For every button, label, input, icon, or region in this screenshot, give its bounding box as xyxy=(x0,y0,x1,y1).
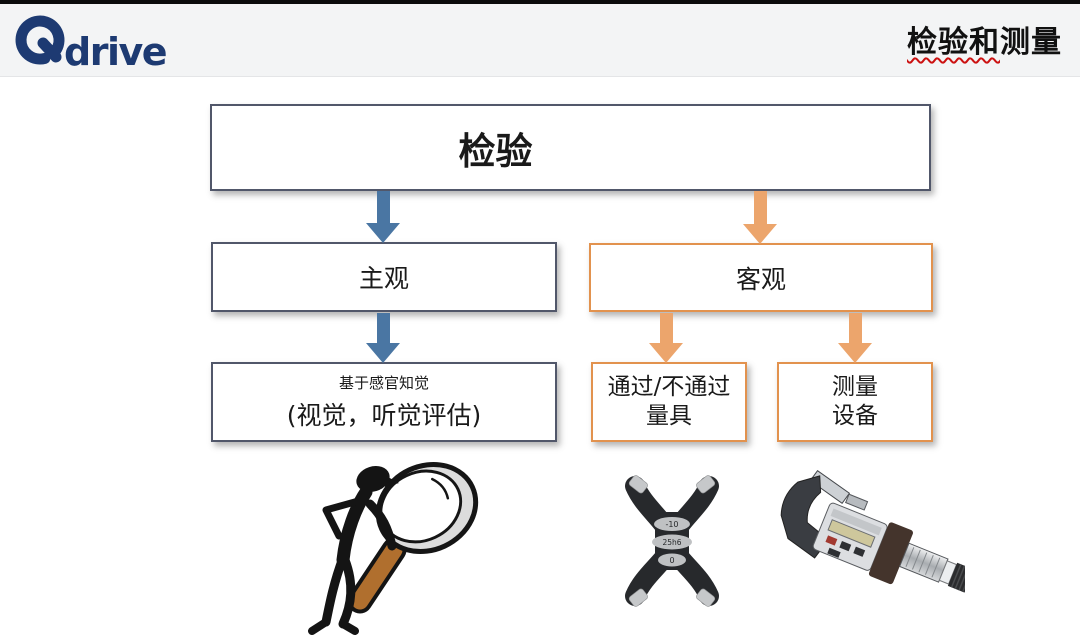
flow-box-measuring-line2: 设备 xyxy=(832,403,878,429)
magnifying-glass-cartoon-image xyxy=(308,461,479,635)
arrow-shaft xyxy=(659,313,673,343)
digital-micrometer-image xyxy=(780,470,965,593)
arrow-head xyxy=(838,343,872,363)
arrow-shaft xyxy=(376,191,390,223)
top-black-strip xyxy=(0,0,1080,4)
flow-box-go-nogo-gauge: 通过/不通过 量具 xyxy=(591,362,747,442)
go-nogo-snap-gauge-image: -10 25h6 0 xyxy=(625,475,719,607)
logo-q-icon xyxy=(15,15,65,65)
gauge-labels: -10 25h6 0 xyxy=(652,517,692,567)
flow-box-sensory: 基于感官知觉 (视觉，听觉评估) xyxy=(211,362,557,442)
arrow-inspection-to-subjective-icon xyxy=(366,191,400,243)
arrow-subjective-to-sensory-icon xyxy=(366,313,400,363)
flow-box-measuring-line1: 测量 xyxy=(832,373,878,400)
arrow-head xyxy=(366,343,400,363)
flow-box-sensory-line2: (视觉，听觉评估) xyxy=(286,401,482,430)
flow-box-objective-label: 客观 xyxy=(735,264,786,294)
arrow-shaft xyxy=(376,313,390,343)
arrow-shaft xyxy=(848,313,862,343)
flow-box-go-nogo-line1: 通过/不通过 xyxy=(607,373,731,400)
gauge-label-bottom: 0 xyxy=(669,556,674,565)
flow-box-subjective-label: 主观 xyxy=(358,264,409,293)
arrow-head xyxy=(743,224,777,244)
qdrive-logo: drive xyxy=(15,15,168,72)
flow-box-subjective: 主观 xyxy=(211,242,557,312)
arrow-objective-to-go-nogo-icon xyxy=(649,313,683,363)
flow-box-objective: 客观 xyxy=(589,243,933,312)
arrow-head xyxy=(649,343,683,363)
flow-box-measuring-equipment: 测量 设备 xyxy=(777,362,933,442)
header: drive 检验和测量 xyxy=(0,4,1080,77)
page-title-underlined-part: 检验和 xyxy=(907,25,1000,60)
gauge-label-top: -10 xyxy=(665,520,678,529)
arrow-inspection-to-objective-icon xyxy=(743,191,777,244)
flow-box-inspection-label: 检验 xyxy=(458,129,533,173)
flow-box-sensory-line1: 基于感官知觉 xyxy=(338,374,429,392)
arrow-head xyxy=(366,223,400,243)
arrow-objective-to-measuring-icon xyxy=(838,313,872,363)
page-title-rest-part: 测量 xyxy=(1000,25,1062,60)
gauge-label-middle: 25h6 xyxy=(662,538,681,547)
arrow-shaft xyxy=(753,191,767,224)
logo-text: drive xyxy=(64,30,166,72)
flow-box-go-nogo-line2: 量具 xyxy=(646,403,692,429)
page-title: 检验和测量 xyxy=(907,17,1062,61)
flow-box-inspection: 检验 xyxy=(210,104,931,191)
